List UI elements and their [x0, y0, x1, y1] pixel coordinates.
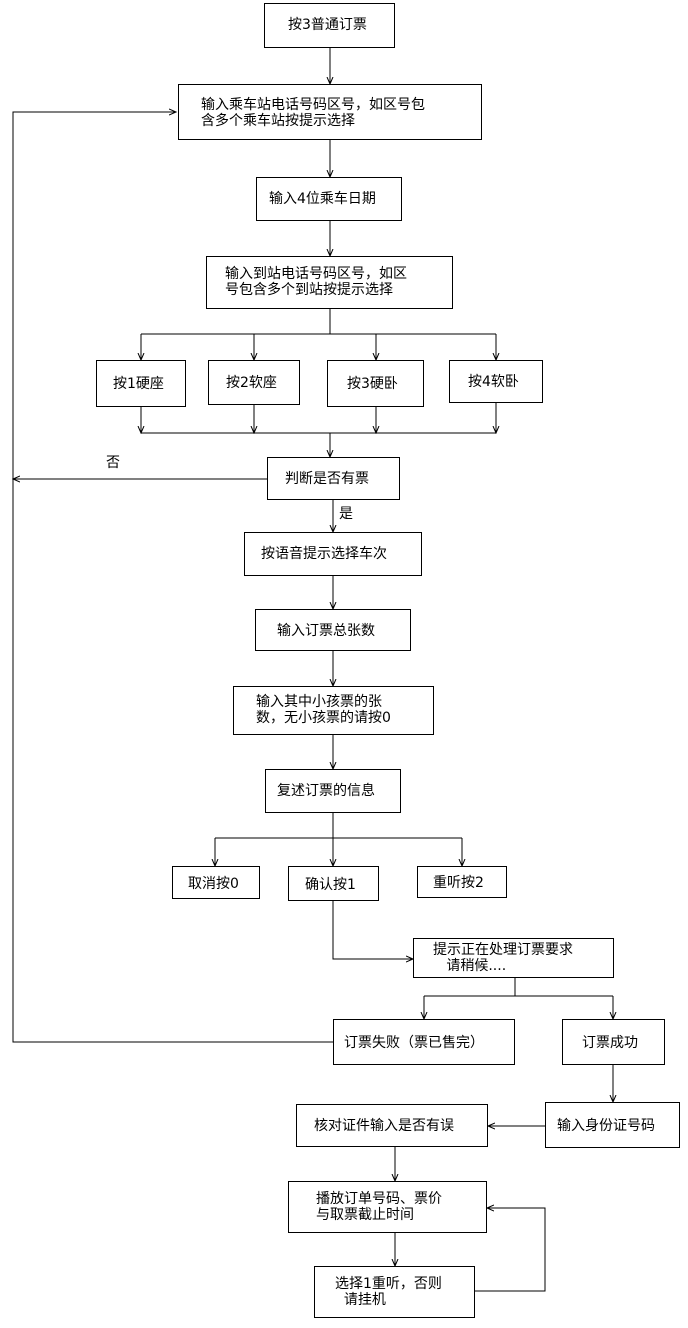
node-play-order: 播放订单号码、票价 与取票截止时间	[288, 1181, 487, 1233]
node-train-select-text: 按语音提示选择车次	[261, 546, 387, 562]
node-sleeper-soft-text: 按4软卧	[468, 374, 519, 390]
node-booking-failed-text: 订票失败（票已售完）	[344, 1035, 484, 1051]
node-confirm-text: 确认按1	[305, 877, 356, 893]
node-ticket-check-text: 判断是否有票	[285, 471, 369, 487]
node-id-verify-text: 核对证件输入是否有误	[314, 1118, 454, 1134]
node-child-count-text: 输入其中小孩票的张 数，无小孩票的请按0	[256, 694, 391, 726]
edge-label-yes: 是	[339, 506, 353, 522]
node-relisten: 重听按2	[417, 866, 507, 898]
node-confirm: 确认按1	[288, 866, 379, 901]
node-processing: 提示正在处理订票要求 请稍候....	[413, 938, 614, 978]
node-id-verify: 核对证件输入是否有误	[296, 1104, 488, 1147]
node-cancel-text: 取消按0	[188, 876, 239, 892]
node-booking-success-text: 订票成功	[582, 1035, 638, 1051]
node-sleeper-hard: 按3硬卧	[327, 360, 424, 407]
node-ticket-count: 输入订票总张数	[255, 609, 411, 651]
node-processing-text: 提示正在处理订票要求 请稍候....	[433, 942, 573, 974]
node-sleeper-soft: 按4软卧	[449, 360, 543, 403]
node-seat-soft-text: 按2软座	[226, 375, 277, 391]
node-start-text: 按3普通订票	[288, 17, 367, 33]
node-ticket-check: 判断是否有票	[267, 457, 400, 500]
node-start: 按3普通订票	[264, 3, 395, 48]
node-review-info: 复述订票的信息	[265, 769, 401, 813]
node-seat-soft: 按2软座	[208, 360, 300, 405]
node-booking-success: 订票成功	[562, 1019, 665, 1065]
edge-confirm-process	[332, 901, 413, 959]
node-train-select: 按语音提示选择车次	[244, 532, 422, 576]
node-relisten-text: 重听按2	[433, 875, 484, 891]
node-booking-failed: 订票失败（票已售完）	[333, 1019, 515, 1065]
node-child-count: 输入其中小孩票的张 数，无小孩票的请按0	[233, 686, 434, 735]
node-select-option-text: 选择1重听，否则 请挂机	[335, 1276, 442, 1308]
node-sleeper-hard-text: 按3硬卧	[347, 376, 398, 392]
node-date-input: 输入4位乘车日期	[256, 177, 402, 221]
node-departure-input-text: 输入乘车站电话号码区号，如区号包 含多个乘车站按提示选择	[201, 97, 425, 129]
node-id-input-text: 输入身份证号码	[557, 1118, 655, 1134]
node-ticket-count-text: 输入订票总张数	[277, 623, 375, 639]
node-arrival-input: 输入到站电话号码区号，如区 号包含多个到站按提示选择	[206, 256, 453, 309]
node-play-order-text: 播放订单号码、票价 与取票截止时间	[316, 1191, 442, 1223]
node-seat-hard: 按1硬座	[96, 360, 186, 407]
node-arrival-input-text: 输入到站电话号码区号，如区 号包含多个到站按提示选择	[225, 266, 407, 298]
node-review-info-text: 复述订票的信息	[277, 783, 375, 799]
edge-fail-loop	[12, 112, 333, 1043]
node-select-option: 选择1重听，否则 请挂机	[314, 1266, 475, 1318]
node-date-input-text: 输入4位乘车日期	[269, 191, 376, 207]
node-cancel: 取消按0	[172, 866, 260, 899]
edge-select-loop	[475, 1208, 546, 1292]
node-departure-input: 输入乘车站电话号码区号，如区号包 含多个乘车站按提示选择	[178, 84, 482, 140]
edge-label-no: 否	[106, 455, 120, 471]
node-seat-hard-text: 按1硬座	[113, 376, 164, 392]
node-id-input: 输入身份证号码	[545, 1102, 680, 1148]
